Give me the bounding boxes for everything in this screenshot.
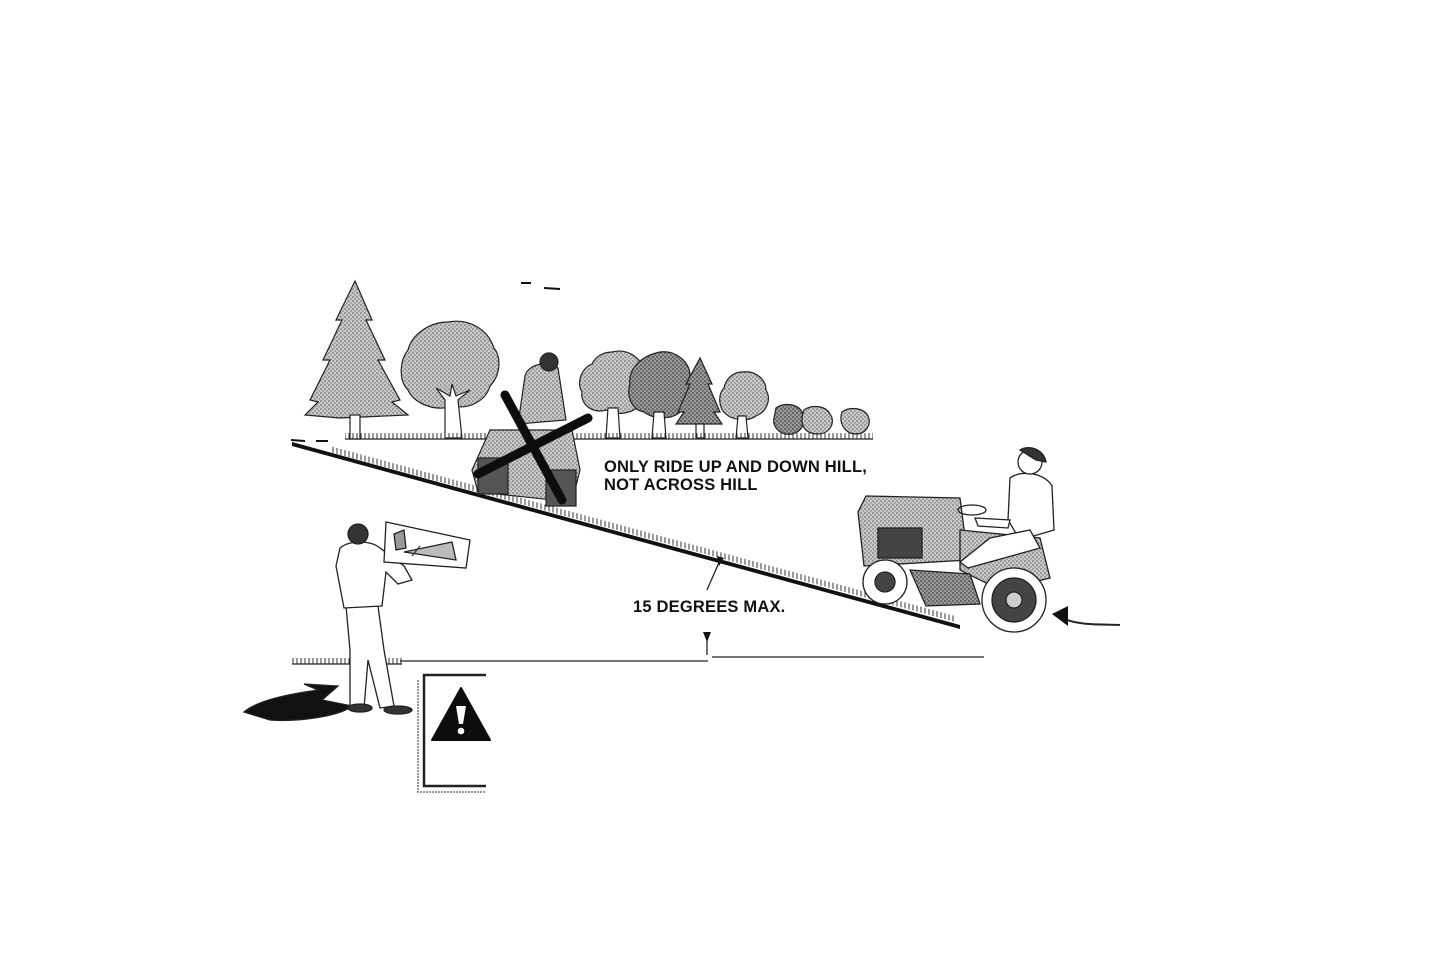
ground-line — [292, 657, 984, 664]
deciduous-tree-icon — [720, 372, 769, 438]
max-slope-label: 15 DEGREES MAX. — [633, 598, 785, 617]
deciduous-tree-icon — [401, 321, 499, 438]
bush-icon — [774, 405, 870, 435]
person-with-angle-gauge — [244, 522, 470, 720]
warning-triangle-icon — [432, 688, 490, 740]
deciduous-tree-icon — [629, 352, 694, 438]
warning-box — [418, 675, 490, 792]
conifer-tree-icon — [305, 281, 408, 439]
ride-note-line1: ONLY RIDE UP AND DOWN HILL, — [604, 458, 867, 476]
ride-note-line2: NOT ACROSS HILL — [604, 476, 867, 494]
upper-grass-strip — [345, 433, 873, 439]
ride-direction-note: ONLY RIDE UP AND DOWN HILL, NOT ACROSS H… — [604, 458, 867, 494]
